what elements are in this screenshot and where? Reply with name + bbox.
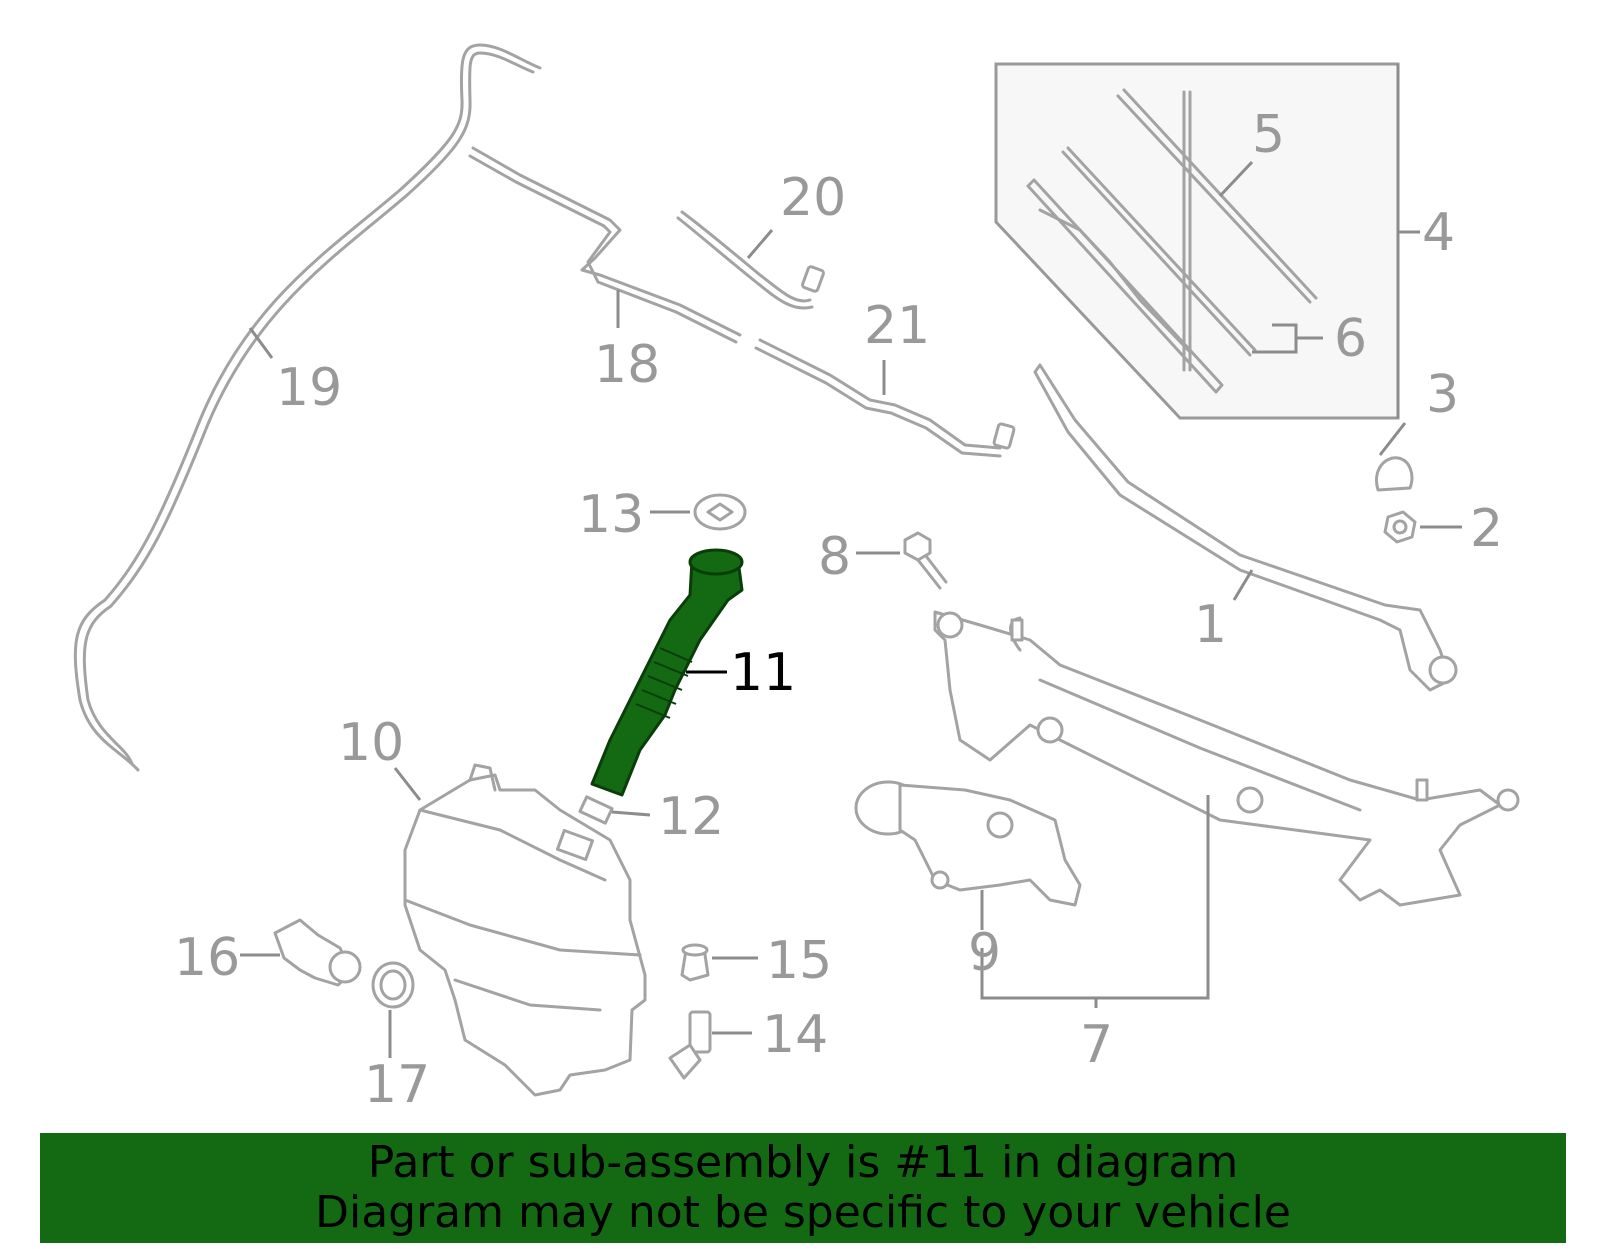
part-21-hose[interactable] bbox=[754, 338, 1016, 458]
callout-19: 19 bbox=[276, 358, 342, 418]
callout-17: 17 bbox=[364, 1055, 430, 1115]
callout-15: 15 bbox=[766, 931, 832, 991]
part-18-hose[interactable] bbox=[468, 146, 742, 344]
part-20-hose[interactable] bbox=[676, 210, 825, 310]
part-12-seal[interactable] bbox=[578, 795, 614, 825]
part-10-reservoir[interactable] bbox=[403, 763, 647, 1097]
callout-5: 5 bbox=[1252, 105, 1285, 165]
part-1-wiper-arm[interactable] bbox=[1033, 363, 1458, 692]
part-2-nut[interactable] bbox=[1383, 510, 1417, 544]
part-19-washer-hose[interactable] bbox=[73, 43, 542, 772]
callout-2: 2 bbox=[1470, 499, 1503, 559]
part-11-filler-neck[interactable] bbox=[590, 548, 744, 797]
callout-10: 10 bbox=[338, 713, 404, 773]
callout-14: 14 bbox=[762, 1005, 828, 1065]
leader-lines bbox=[240, 64, 1462, 1058]
footer-line-2: Diagram may not be specific to your vehi… bbox=[315, 1187, 1291, 1238]
part-17-grommet[interactable] bbox=[371, 961, 415, 1009]
part-3-cap[interactable] bbox=[1375, 456, 1414, 492]
callout-21: 21 bbox=[864, 296, 930, 356]
part-13-cap[interactable] bbox=[693, 493, 747, 531]
callout-9: 9 bbox=[968, 923, 1001, 983]
callout-6: 6 bbox=[1334, 309, 1367, 369]
part-8-bolt[interactable] bbox=[903, 531, 948, 590]
callout-13: 13 bbox=[578, 485, 644, 545]
callout-20: 20 bbox=[780, 168, 846, 228]
part-7-linkage[interactable] bbox=[933, 610, 1520, 907]
callout-3: 3 bbox=[1426, 365, 1459, 425]
callout-1: 1 bbox=[1194, 595, 1227, 655]
callout-labels: 1 2 3 4 5 6 7 8 9 10 11 12 13 14 15 16 1… bbox=[174, 105, 1503, 1115]
part-9-motor[interactable] bbox=[854, 780, 1082, 907]
callout-16: 16 bbox=[174, 928, 240, 988]
callout-7: 7 bbox=[1080, 1015, 1113, 1075]
callout-11: 11 bbox=[730, 643, 796, 703]
footer-line-1: Part or sub-assembly is #11 in diagram bbox=[367, 1137, 1239, 1188]
part-14-sensor[interactable] bbox=[668, 1010, 712, 1080]
callout-18: 18 bbox=[594, 335, 660, 395]
callout-8: 8 bbox=[818, 527, 851, 587]
part-15-cap[interactable] bbox=[680, 943, 710, 982]
callout-12: 12 bbox=[658, 787, 724, 847]
part-16-pump[interactable] bbox=[273, 918, 362, 987]
footer-banner: Part or sub-assembly is #11 in diagram D… bbox=[40, 1133, 1566, 1243]
callout-4: 4 bbox=[1422, 203, 1455, 263]
